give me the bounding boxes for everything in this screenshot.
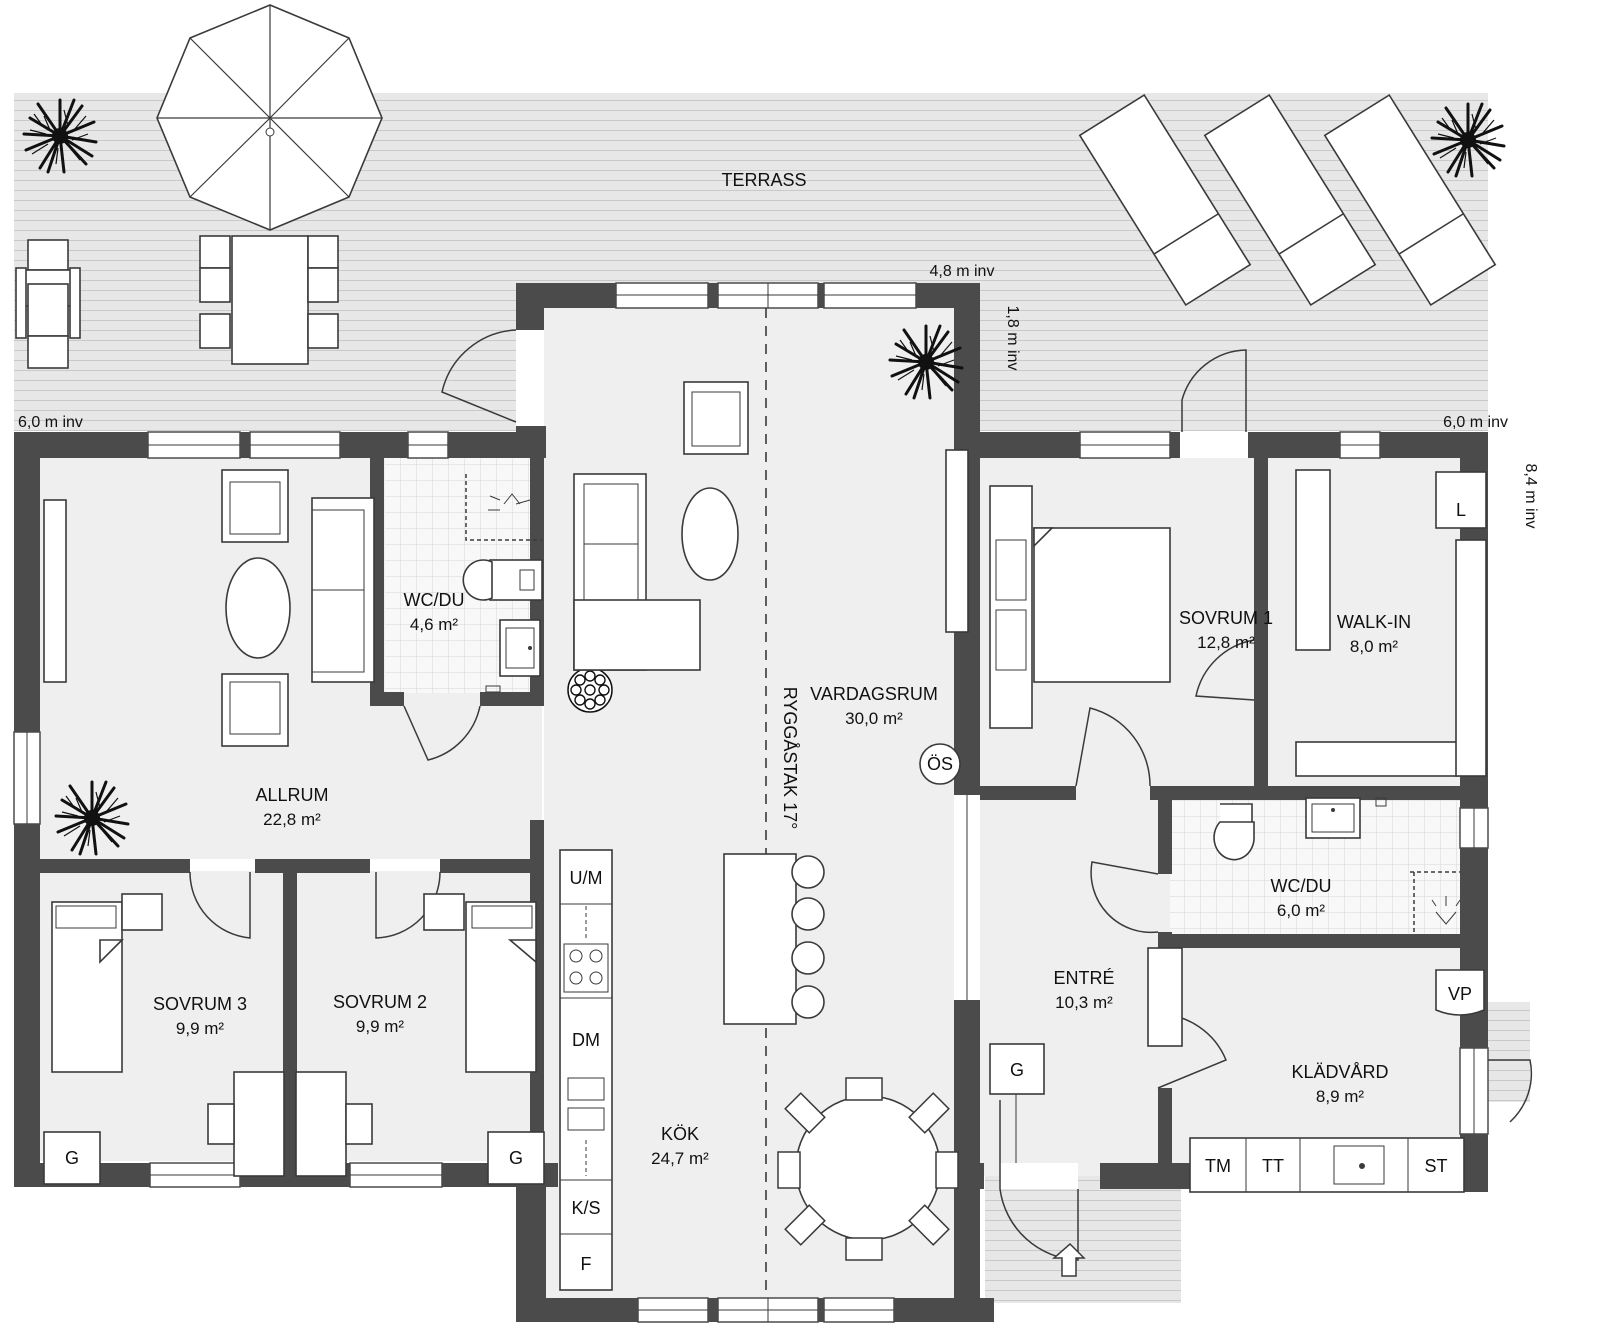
kitchen-counter bbox=[559, 849, 613, 1291]
terrace-label: TERRASS bbox=[721, 170, 806, 190]
room-area-wc-du-1: 4,6 m² bbox=[410, 615, 459, 634]
room-area-kok: 24,7 m² bbox=[651, 1149, 709, 1168]
dimension-left-terrace: 6,0 m inv bbox=[18, 414, 83, 431]
appliance-f: F bbox=[581, 1254, 592, 1274]
room-area-allrum: 22,8 m² bbox=[263, 810, 321, 829]
room-area-sovrum-2: 9,9 m² bbox=[356, 1017, 405, 1036]
parasol bbox=[156, 4, 383, 231]
appliance-vp: VP bbox=[1448, 984, 1472, 1004]
living-furniture bbox=[573, 308, 969, 1298]
roof-label: RYGGÅSTAK 17° bbox=[780, 687, 800, 830]
room-name-kok: KÖK bbox=[661, 1124, 699, 1144]
allrum-furniture bbox=[43, 469, 375, 747]
dimension-top-depth: 1,8 m inv bbox=[1004, 306, 1021, 371]
appliance-um: U/M bbox=[570, 868, 603, 888]
appliance-l: L bbox=[1456, 500, 1466, 520]
doors bbox=[189, 329, 1533, 1261]
appliance-st: ST bbox=[1424, 1156, 1447, 1176]
kladvard-furniture bbox=[1189, 969, 1485, 1193]
windows bbox=[13, 282, 1489, 1323]
room-name-kladvard: KLÄDVÅRD bbox=[1291, 1062, 1388, 1082]
dimension-right-terrace: 6,0 m inv bbox=[1443, 414, 1508, 431]
appliance-ks: K/S bbox=[571, 1198, 600, 1218]
appliance-tm: TM bbox=[1205, 1156, 1231, 1176]
entre-furniture bbox=[989, 947, 1183, 1277]
room-area-entre: 10,3 m² bbox=[1055, 993, 1113, 1012]
room-name-walk-in: WALK-IN bbox=[1337, 612, 1411, 632]
wardrobe-sovrum-2: G bbox=[509, 1148, 523, 1168]
room-name-wc-du-1: WC/DU bbox=[404, 590, 465, 610]
sovrum-1-furniture bbox=[989, 485, 1171, 729]
dimension-right-side: 8,4 m inv bbox=[1522, 464, 1539, 529]
sovrum-2-furniture bbox=[295, 893, 545, 1185]
appliance-dm: DM bbox=[572, 1030, 600, 1050]
room-name-wc-du-2: WC/DU bbox=[1271, 876, 1332, 896]
room-name-vardagsrum: VARDAGSRUM bbox=[810, 684, 938, 704]
room-area-wc-du-2: 6,0 m² bbox=[1277, 901, 1326, 920]
appliance-tt: TT bbox=[1262, 1156, 1284, 1176]
room-area-sovrum-3: 9,9 m² bbox=[176, 1019, 225, 1038]
sun-loungers bbox=[1078, 93, 1497, 307]
outdoor-dining-set bbox=[199, 235, 339, 365]
wc-du-2-fixtures bbox=[1213, 797, 1461, 934]
wardrobe-sovrum-3: G bbox=[65, 1148, 79, 1168]
room-area-kladvard: 8,9 m² bbox=[1316, 1087, 1365, 1106]
plants bbox=[22, 98, 1506, 856]
room-name-sovrum-2: SOVRUM 2 bbox=[333, 992, 427, 1012]
walk-in-furniture bbox=[1295, 469, 1487, 777]
room-area-walk-in: 8,0 m² bbox=[1350, 637, 1399, 656]
dimension-top-width: 4,8 m inv bbox=[930, 263, 995, 280]
room-name-allrum: ALLRUM bbox=[255, 785, 328, 805]
outdoor-lounge-chair bbox=[15, 239, 81, 369]
wc-du-1-fixtures bbox=[462, 474, 543, 693]
room-area-sovrum-1: 12,8 m² bbox=[1197, 633, 1255, 652]
room-name-sovrum-3: SOVRUM 3 bbox=[153, 994, 247, 1014]
room-name-sovrum-1: SOVRUM 1 bbox=[1179, 608, 1273, 628]
room-area-vardagsrum: 30,0 m² bbox=[845, 709, 903, 728]
sovrum-3-furniture bbox=[43, 893, 285, 1185]
appliance-os: ÖS bbox=[927, 754, 953, 774]
room-name-entre: ENTRÉ bbox=[1053, 968, 1114, 988]
wardrobe-entre: G bbox=[1010, 1060, 1024, 1080]
